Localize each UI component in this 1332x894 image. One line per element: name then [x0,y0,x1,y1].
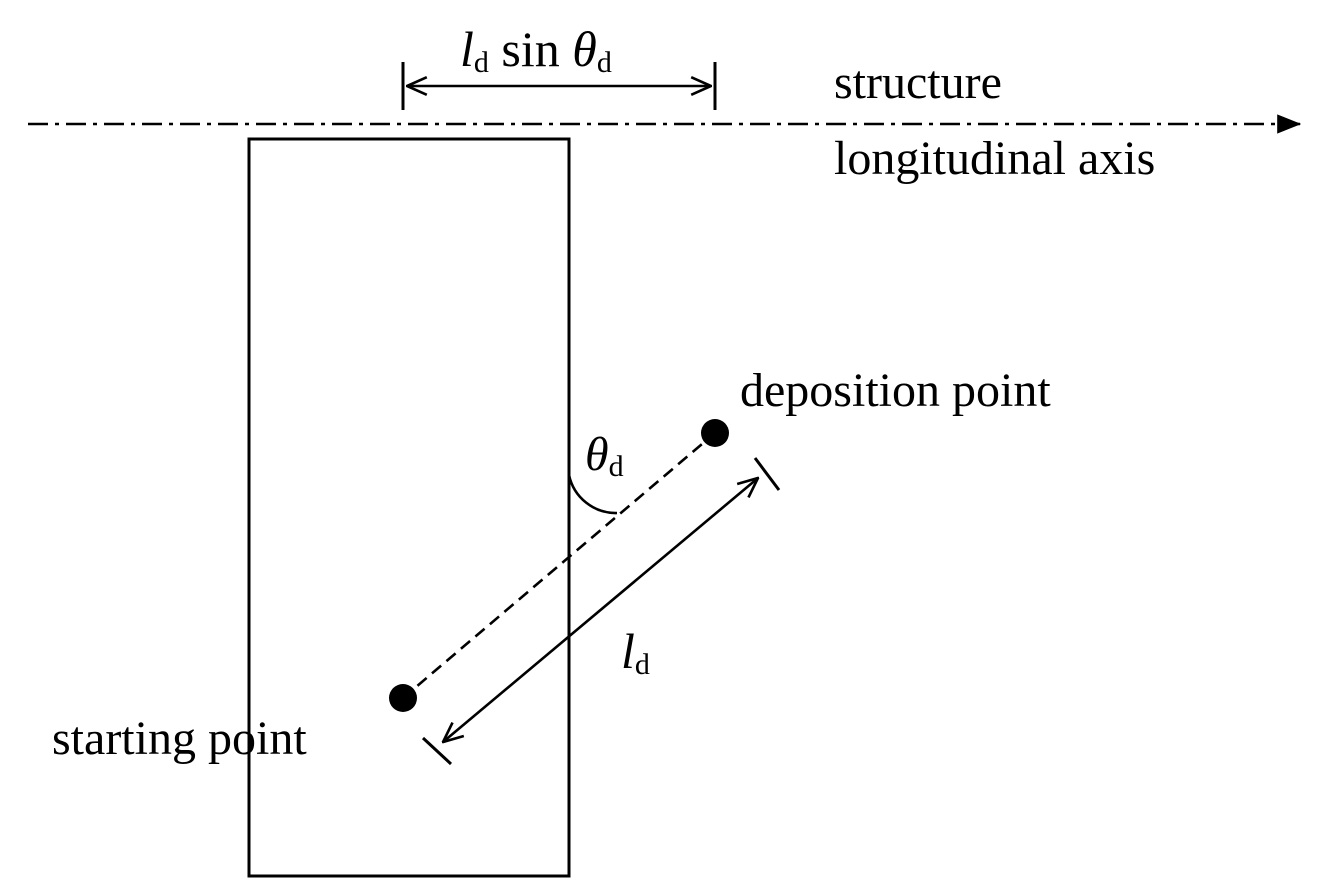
lateral-offset-dimension [401,62,717,110]
distance-label: ld [621,623,650,681]
distance-dimension [421,457,781,766]
deposition-point-label: deposition point [740,364,1051,417]
axis-label-longitudinal: longitudinal axis [834,132,1155,185]
trajectory-dashed-line [402,432,716,699]
angle-label: θd [585,428,624,483]
distance-tick-end [753,457,781,491]
distance-tick-start [421,736,453,766]
structure-rectangle [247,137,571,878]
starting-point-marker [389,684,417,712]
starting-point-label: starting point [52,712,307,765]
distance-arrow [443,478,758,742]
axis-label-structure: structure [834,56,1002,109]
lateral-offset-label: ld sin θd [460,21,612,79]
deposition-point-marker [701,419,729,447]
